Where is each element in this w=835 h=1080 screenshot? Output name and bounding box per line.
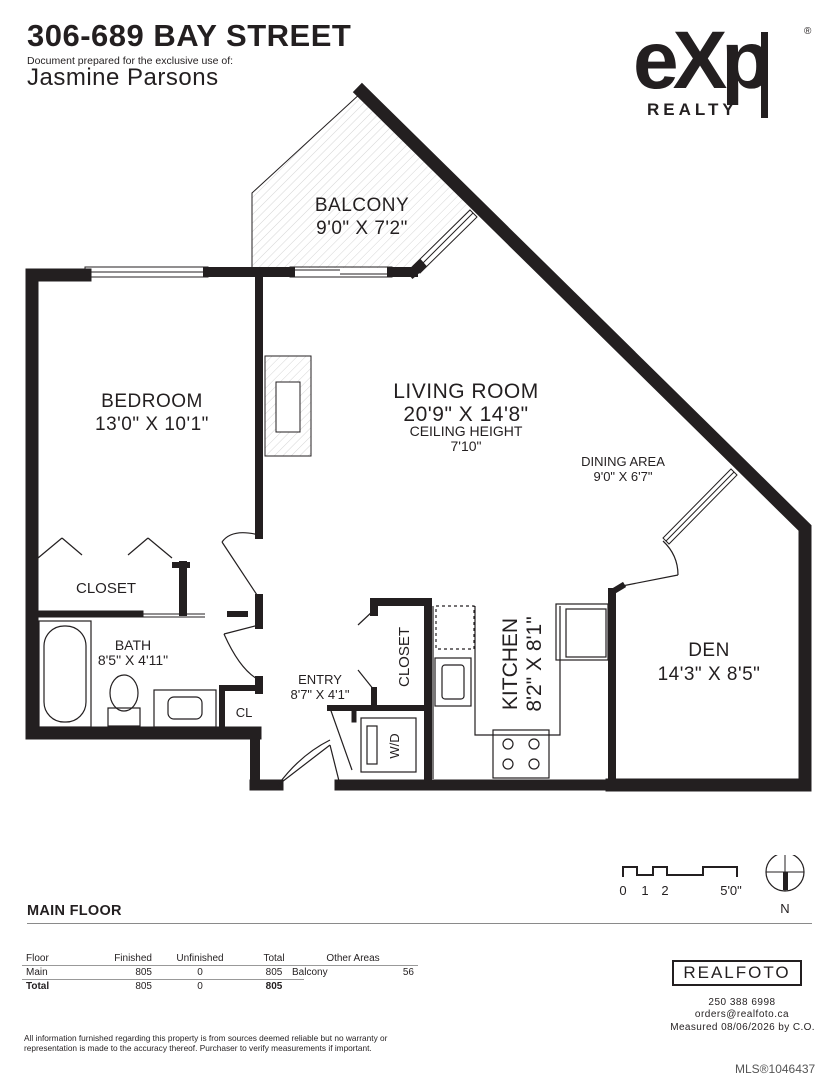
north-label: N [780,901,789,916]
floor-plan: BALCONY 9'0" X 7'2" BEDROOM 13'0" X 10'1… [25,82,812,792]
ceiling-height-label: CEILING HEIGHT [410,423,523,439]
bathroom-vanity [153,689,217,728]
area-header-finished: Finished [88,952,156,966]
floor-divider [27,923,812,924]
other-areas-header-row: Other Areas [288,952,418,966]
table-row: Total 805 0 805 [22,979,304,993]
area-cell-unfinished: 0 [197,967,203,978]
exp-sub-text: REALTY [647,100,738,119]
north-arrow-icon [765,855,805,892]
prepared-for-label: Document prepared for the exclusive use … [27,55,234,67]
area-header-unfinished: Unfinished [156,952,244,966]
room-size-bath: 8'5" X 4'11" [98,652,168,668]
room-name-living: LIVING ROOM [393,380,539,403]
exp-logo-text: eXp [633,20,768,106]
bathtub [38,620,92,728]
area-cell-floor: Total [22,979,88,993]
scale-bar [622,866,738,877]
other-areas-header: Other Areas [288,952,418,966]
room-name-bath: BATH [115,637,151,653]
stove [492,729,550,779]
kitchen-counter [432,605,561,779]
room-size-bedroom: 13'0" X 10'1" [95,414,209,435]
label-washer-dryer: W/D [387,733,402,758]
room-size-dining: 9'0" X 6'7" [593,469,652,484]
other-areas-table: Other Areas Balcony 56 [288,952,418,979]
client-name: Jasmine Parsons [27,64,219,91]
realfoto-logo: REALFOTO [672,960,802,986]
table-row: Main 805 0 805 [22,966,304,980]
room-name-entry: ENTRY [298,672,342,687]
scale-and-north: 0 1 2 5'0" N [619,855,805,916]
room-size-balcony: 9'0" X 7'2" [316,218,408,239]
room-name-bedroom: BEDROOM [101,391,203,412]
room-name-cl: CL [236,705,253,720]
room-name-den: DEN [688,640,730,661]
room-size-entry: 8'7" X 4'1" [290,687,349,702]
washer-dryer [360,717,417,773]
room-name-entry-closet: CLOSET [396,627,413,687]
scale-tick-0: 0 [619,883,626,898]
logo-bar [761,32,768,118]
area-cell-total: 805 [265,967,283,978]
area-table-header: Floor Finished Unfinished Total [22,952,304,966]
door-swings [37,532,679,786]
ceiling-height-value: 7'10" [450,438,481,454]
area-cell-unfinished: 0 [156,979,244,993]
measured-by: Measured 08/06/2026 by C.O. [670,1022,815,1033]
scale-tick-5: 5'0" [720,883,742,898]
toilet [107,674,141,727]
area-cell-finished: 805 [135,967,152,978]
area-cell-floor: Main [26,967,48,978]
interior-walls [34,274,627,789]
floor-name: MAIN FLOOR [27,903,122,919]
area-cell-total: 805 [244,979,304,993]
room-name-bedroom-closet: CLOSET [76,580,136,597]
exterior-walls [25,82,812,792]
scale-tick-1: 1 [641,883,648,898]
realfoto-email: orders@realfoto.ca [694,1009,790,1020]
fireplace [264,355,312,457]
area-cell-finished: 805 [88,979,156,993]
room-name-balcony: BALCONY [315,195,409,216]
disclaimer: All information furnished regarding this… [24,1033,388,1053]
area-table: Floor Finished Unfinished Total Main 805… [22,952,304,993]
room-size-den: 14'3" X 8'5" [658,664,761,685]
room-size-living: 20'9" X 14'8" [403,403,528,426]
exp-realty-logo: eXp REALTY ® [633,20,812,119]
mls-number: MLS®1046437 [735,1062,816,1076]
room-name-dining: DINING AREA [581,454,665,469]
other-area-value: 56 [402,967,414,978]
table-row: Balcony 56 [288,966,418,980]
room-name-kitchen: KITCHEN [499,618,522,710]
realfoto-phone: 250 388 6998 [708,997,776,1008]
scale-tick-2: 2 [661,883,668,898]
registered-mark: ® [804,26,812,37]
other-area-name: Balcony [292,967,328,978]
windows [84,209,738,545]
area-header-floor: Floor [22,952,88,966]
balcony-area [251,91,472,268]
room-size-kitchen: 8'2" X 8'1" [523,616,546,711]
refrigerator [555,603,609,661]
property-address: 306-689 BAY STREET [27,18,352,53]
